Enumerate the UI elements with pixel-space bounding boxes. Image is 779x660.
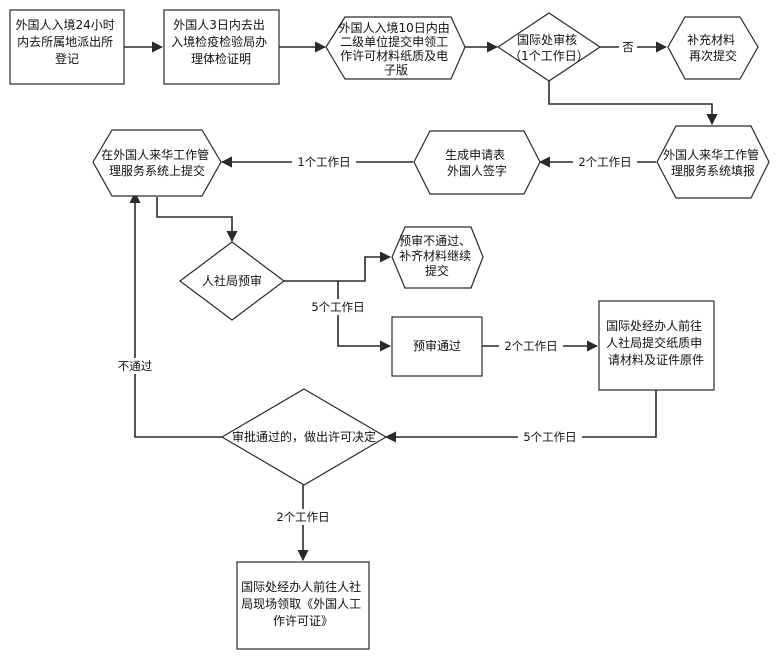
node-line: 入境检疫检验局办 — [171, 34, 267, 49]
node-line: 生成申请表 — [445, 148, 505, 162]
node-hr-bureau-pre-review: 人社局预审 — [179, 241, 285, 321]
svg-text:人社局预审: 人社局预审 — [202, 273, 262, 288]
node-line: 提交 — [425, 263, 449, 278]
edge-label-not-passed: 不通过 — [118, 359, 153, 373]
svg-text:国际处审核 （1个工作日）: 国际处审核 （1个工作日） — [509, 32, 589, 63]
edge-label-2days-n13-n14: 2个工作日 — [276, 510, 329, 524]
svg-text:国际处经办人前往 人社局提交纸质申: 国际处经办人前往 人社局提交纸质申 请材料及证件原件 — [606, 318, 706, 367]
edge-label-5days-n9-n11: 5个工作日 — [311, 300, 364, 314]
node-line: 预审通过 — [413, 338, 461, 353]
edge-n8-n9 — [156, 197, 238, 243]
node-generate-application-form: 生成申请表 外国人签字 — [413, 130, 541, 195]
node-line: 外国人签字 — [447, 163, 507, 178]
node-line: 国际处经办人前往人社 — [241, 579, 361, 594]
node-system-submit: 在外国人来华工作管 理服务系统上提交 — [92, 129, 222, 197]
edge-label-5days-n12-n13: 5个工作日 — [523, 430, 576, 444]
svg-text:外国人来华工作管 理服务系统填报: 外国人来华工作管 理服务系统填报 — [663, 147, 763, 178]
node-line: 补充材料 — [687, 32, 735, 47]
edge-n9-n10 — [284, 251, 392, 282]
node-system-fill-in: 外国人来华工作管 理服务系统填报 — [656, 125, 770, 199]
svg-text:国际处经办人前往人社 局现场领取《外国人工: 国际处经办人前往人社 局现场领取《外国人工 作许可证》 — [241, 579, 365, 628]
node-line: 理服务系统填报 — [671, 163, 755, 178]
node-line: 国际处审核 — [517, 32, 577, 47]
node-line: （1个工作日） — [509, 49, 589, 63]
edge-n13-n8 — [129, 191, 222, 438]
node-international-office-review: 国际处审核 （1个工作日） — [496, 12, 602, 82]
node-line: 登记 — [55, 51, 79, 66]
node-line: 人社局预审 — [202, 273, 262, 288]
svg-text:预审不通过、 补齐材料继续: 预审不通过、 补齐材料继续 提交 — [399, 233, 475, 278]
nodes: 外国人入境24小时 内去所属地派出所 登记 外国人3日内去出 入境检疫检验局办 … — [9, 9, 770, 650]
node-line: 外国人入境10日内由 — [338, 20, 449, 35]
edge-label-2days-n11-n12: 2个工作日 — [504, 339, 557, 353]
svg-text:在外国人来华工作管 理服务系统上提交: 在外国人来华工作管 理服务系统上提交 — [101, 147, 213, 178]
node-line: 补齐材料继续 — [399, 248, 471, 263]
svg-text:外国人入境24小时 内去所属地派出所: 外国人入境24小时 内去所属地派出所 登记 — [15, 17, 118, 66]
edge-label-no: 否 — [622, 40, 634, 54]
edge-n4-n6 — [548, 81, 718, 126]
node-line: 作许可材料纸质及电 — [340, 49, 448, 63]
node-line: 外国人来华工作管 — [663, 147, 759, 162]
svg-text:补充材料 再次提交: 补充材料 再次提交 — [687, 32, 739, 63]
node-line: 外国人3日内去出 — [173, 18, 265, 32]
node-line: 人社局提交纸质申 — [606, 335, 702, 350]
node-line: 理服务系统上提交 — [109, 163, 205, 178]
node-line: 子版 — [384, 63, 408, 77]
node-police-registration: 外国人入境24小时 内去所属地派出所 登记 — [9, 9, 125, 85]
node-line: 审批通过的，做出许可决定 — [232, 429, 376, 444]
edge-labels: 否 2个工作日 1个工作日 5个工作日 2个工作日 5个工作日 不通过 2个工作… — [113, 39, 637, 525]
node-supplement-materials: 补充材料 再次提交 — [667, 16, 759, 80]
node-line: 在外国人来华工作管 — [101, 147, 209, 162]
node-health-check: 外国人3日内去出 入境检疫检验局办 理体检证明 — [163, 9, 280, 85]
node-submit-paper-materials: 国际处经办人前往 人社局提交纸质申 请材料及证件原件 — [598, 300, 715, 391]
node-line: 作许可证》 — [273, 614, 333, 628]
node-line: 预审不通过、 — [399, 233, 471, 248]
svg-text:预审通过: 预审通过 — [413, 338, 461, 353]
edge-n12-n13 — [384, 390, 657, 443]
node-line: 外国人入境24小时 — [15, 17, 114, 32]
node-pre-review-passed: 预审通过 — [391, 316, 483, 377]
node-collect-work-permit: 国际处经办人前往人社 局现场领取《外国人工 作许可证》 — [236, 561, 370, 650]
svg-text:生成申请表 外国人签字: 生成申请表 外国人签字 — [445, 148, 509, 178]
node-line: 再次提交 — [689, 48, 737, 63]
edge-label-1day-n7-n8: 1个工作日 — [297, 155, 350, 169]
node-line: 局现场领取《外国人工 — [241, 597, 361, 611]
node-line: 二级单位提交申领工 — [340, 34, 448, 49]
svg-text:外国人3日内去出 入境检疫检验局办: 外国人3日内去出 入境检疫检验局办 理体检证明 — [171, 18, 271, 66]
svg-text:外国人入境10日内由 二级单位提交申领工: 外国人入境10日内由 二级单位提交申领工 作许可材料纸质及电 子版 — [338, 20, 453, 77]
svg-text:审批通过的，做出许可决定: 审批通过的，做出许可决定 — [232, 429, 376, 444]
node-pre-review-failed: 预审不通过、 补齐材料继续 提交 — [391, 226, 484, 289]
node-line: 内去所属地派出所 — [17, 35, 113, 49]
edge-label-2days-n6-n7: 2个工作日 — [578, 155, 631, 169]
node-line: 国际处经办人前往 — [606, 318, 702, 333]
node-approval-decision: 审批通过的，做出许可决定 — [220, 388, 388, 486]
node-line: 请材料及证件原件 — [608, 353, 704, 367]
node-submit-materials: 外国人入境10日内由 二级单位提交申领工 作许可材料纸质及电 子版 — [325, 16, 466, 80]
node-line: 理体检证明 — [191, 51, 251, 66]
